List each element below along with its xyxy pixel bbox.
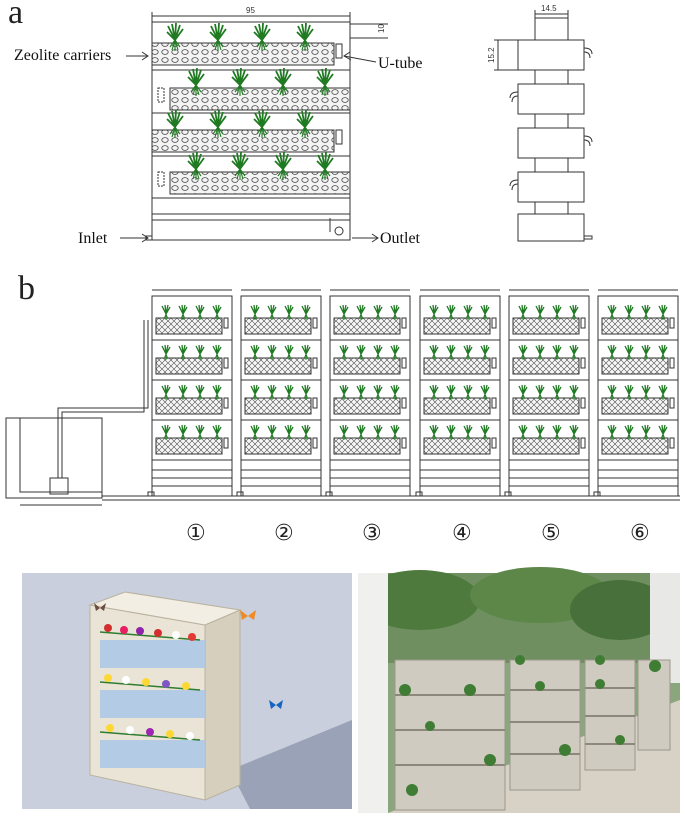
unit-number-4: ④ bbox=[452, 521, 472, 546]
panel-c-photo bbox=[358, 567, 680, 813]
u-tube-label: U-tube bbox=[378, 55, 423, 72]
unit-2 bbox=[236, 289, 322, 497]
dim-top-gap: 10 bbox=[377, 24, 386, 33]
unit-4 bbox=[415, 289, 501, 497]
outlet-label: Outlet bbox=[380, 230, 420, 247]
unit-number-2: ② bbox=[274, 521, 294, 546]
inlet-label: Inlet bbox=[78, 230, 108, 247]
panel-b-units bbox=[147, 289, 679, 497]
dim-side-width: 14.5 bbox=[541, 4, 557, 13]
panel-a-front-view bbox=[120, 12, 388, 243]
zeolite-carriers-label: Zeolite carriers bbox=[14, 47, 112, 64]
panel-b-label: b bbox=[18, 270, 35, 307]
unit-6 bbox=[593, 289, 679, 497]
unit-number-1: ① bbox=[186, 521, 206, 546]
unit-1 bbox=[147, 289, 233, 497]
unit-number-5: ⑤ bbox=[541, 521, 561, 546]
panel-c-render bbox=[22, 573, 352, 809]
unit-number-6: ⑥ bbox=[630, 521, 650, 546]
dim-side-height: 15.2 bbox=[487, 47, 496, 63]
dim-width: 95 bbox=[246, 6, 255, 15]
panel-a-side-view bbox=[494, 10, 593, 242]
unit-number-3: ③ bbox=[362, 521, 382, 546]
unit-3 bbox=[325, 289, 411, 497]
panel-a-label: a bbox=[8, 0, 24, 31]
unit-5 bbox=[504, 289, 590, 497]
